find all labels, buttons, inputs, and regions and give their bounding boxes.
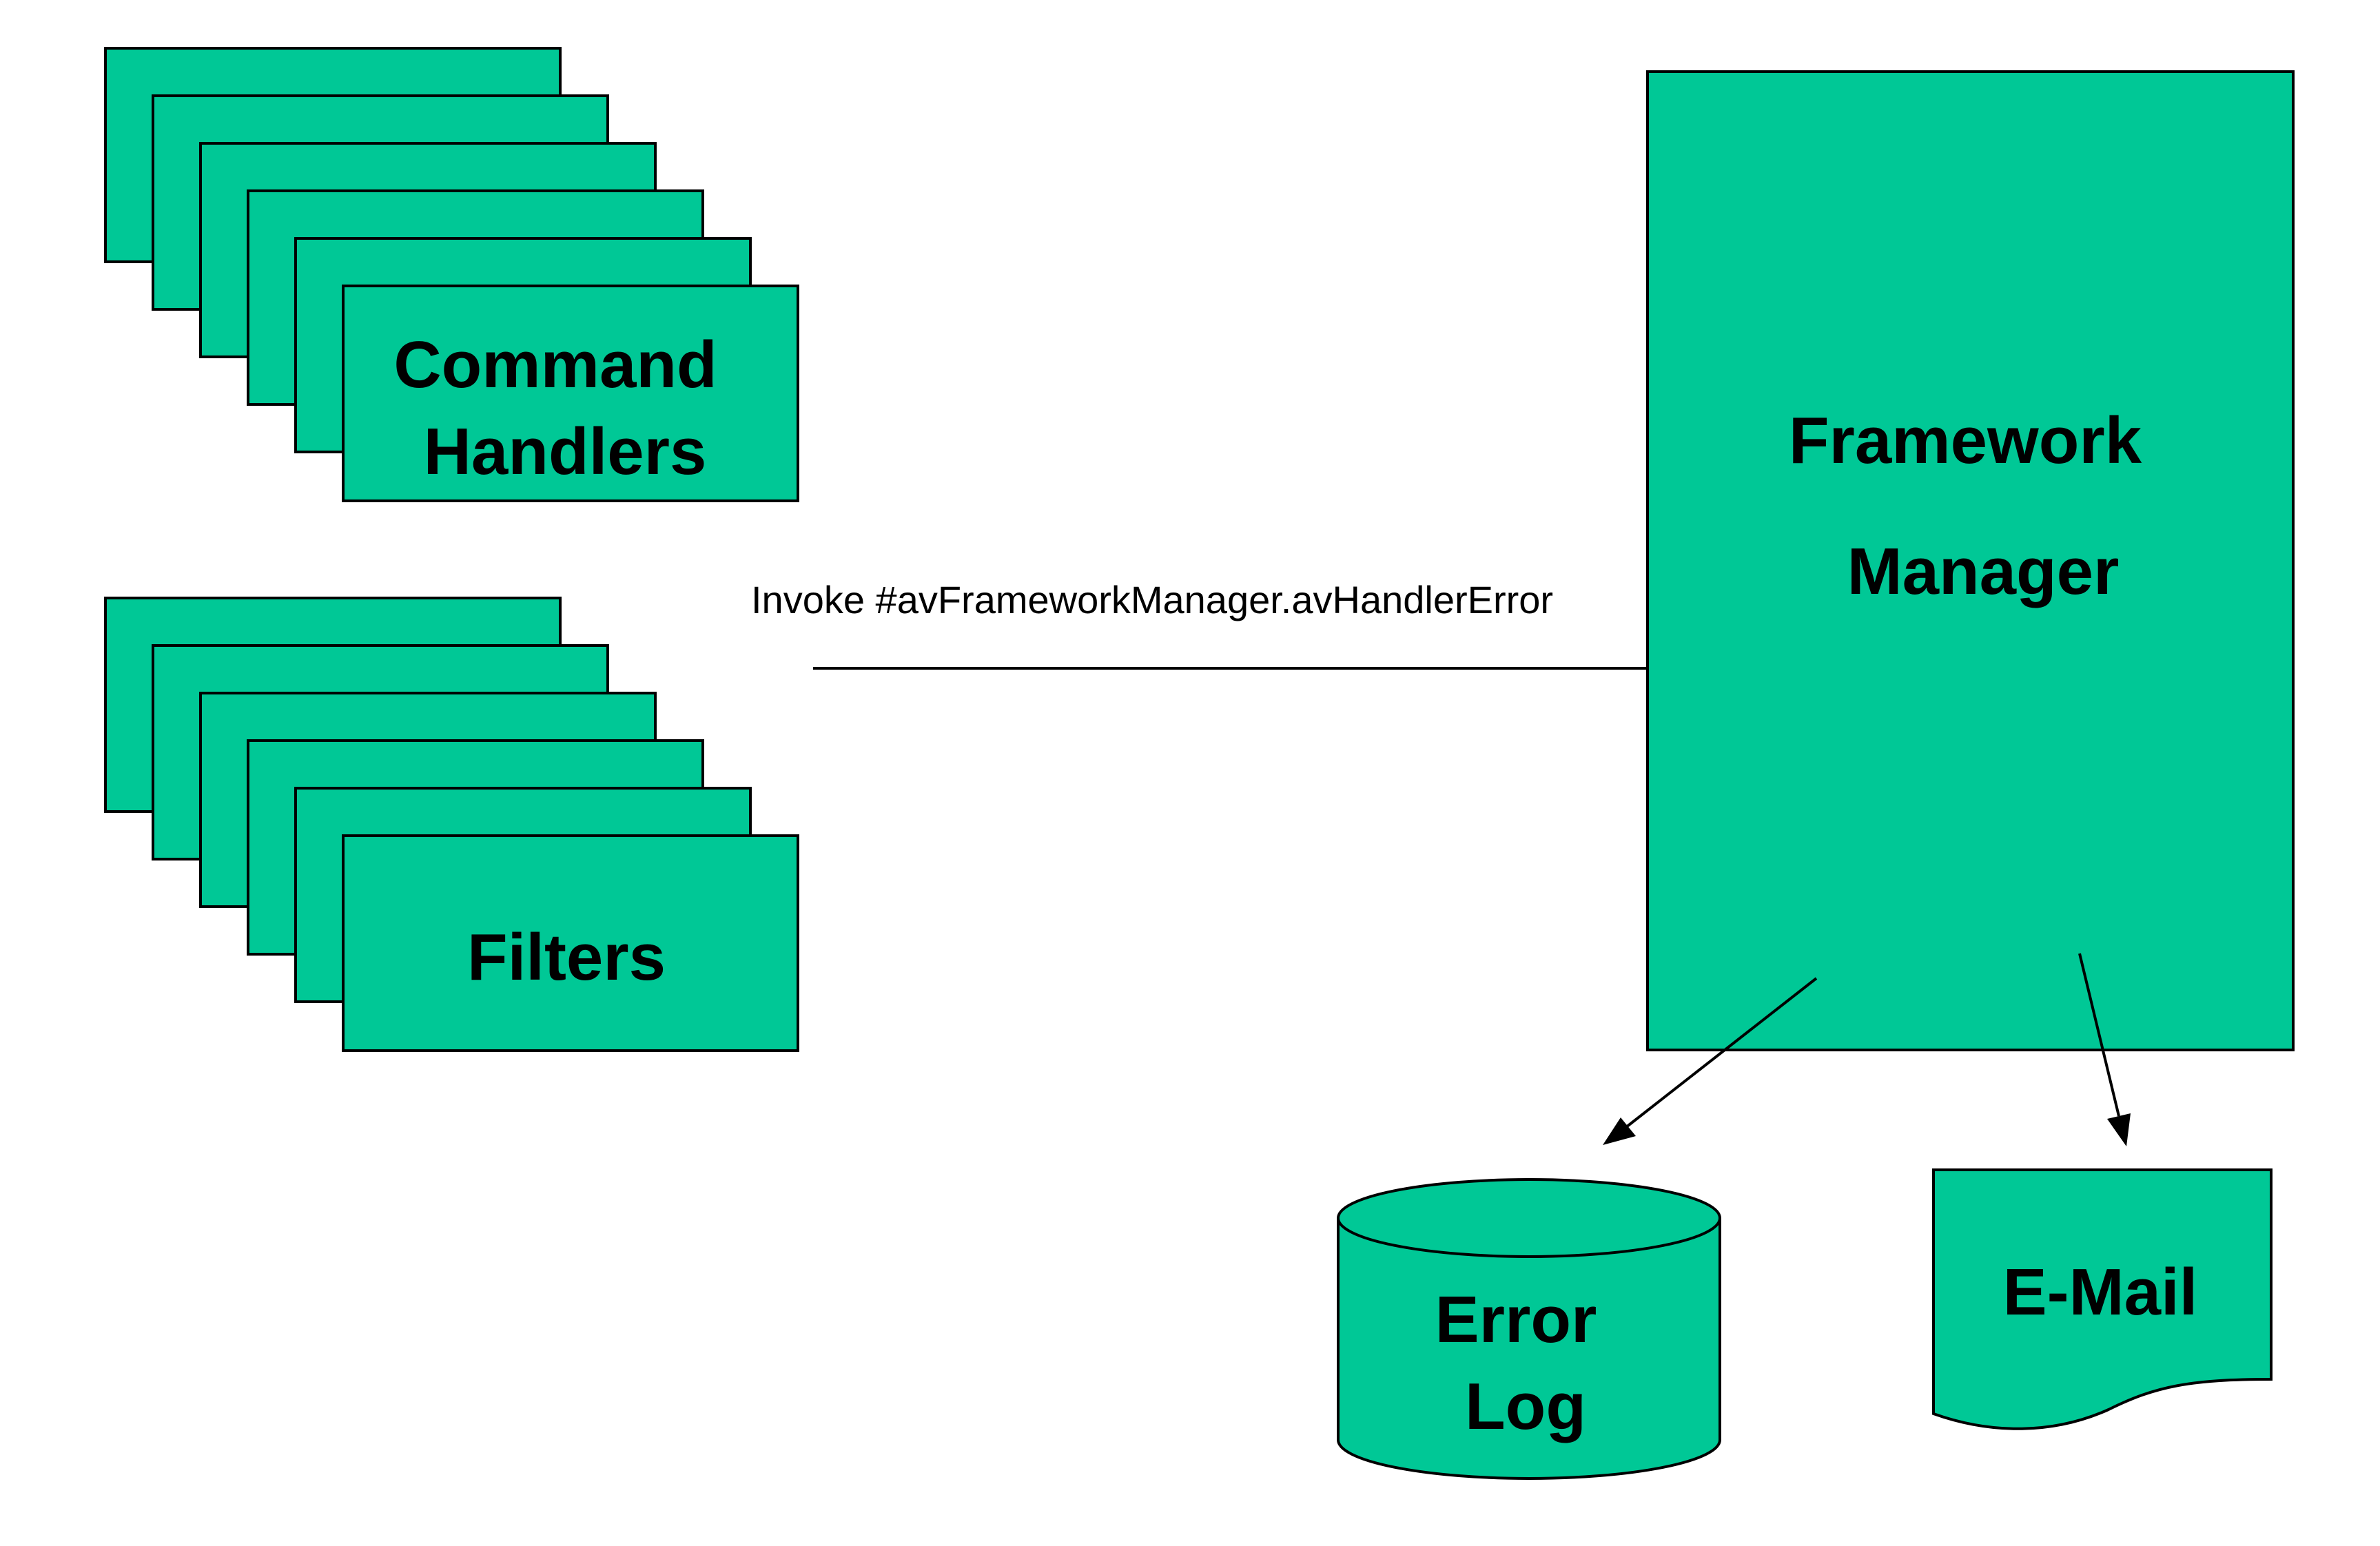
error-log-cylinder: Error Log (1337, 1178, 1721, 1480)
email-document: E-Mail (1932, 1168, 2273, 1430)
email-arrow-head (2107, 1113, 2131, 1146)
email-label: E-Mail (2003, 1255, 2198, 1329)
error-log-arrow-head (1603, 1117, 1636, 1145)
command-handler-card-front (342, 285, 799, 502)
error-log-arrow-line (1625, 977, 1818, 1128)
framework-manager-box (1646, 70, 2295, 1051)
filters-label: Filters (467, 920, 666, 994)
email-arrow-line (2078, 953, 2120, 1117)
error-log-label-line1: Error (1435, 1283, 1597, 1357)
command-handlers-stack: Command Handlers (104, 47, 799, 502)
invoke-label: Invoke #avFrameworkManager.avHandlerErro… (751, 578, 1553, 621)
command-handlers-label-line1: Command (393, 328, 717, 402)
filters-stack: Filters (104, 597, 799, 1052)
filter-card-front (342, 834, 799, 1052)
framework-manager-label-line1: Framework (1789, 404, 2142, 477)
framework-manager-label-line2: Manager (1847, 535, 2120, 608)
command-handlers-label-line2: Handlers (424, 415, 707, 488)
error-log-label-line2: Log (1465, 1370, 1586, 1443)
